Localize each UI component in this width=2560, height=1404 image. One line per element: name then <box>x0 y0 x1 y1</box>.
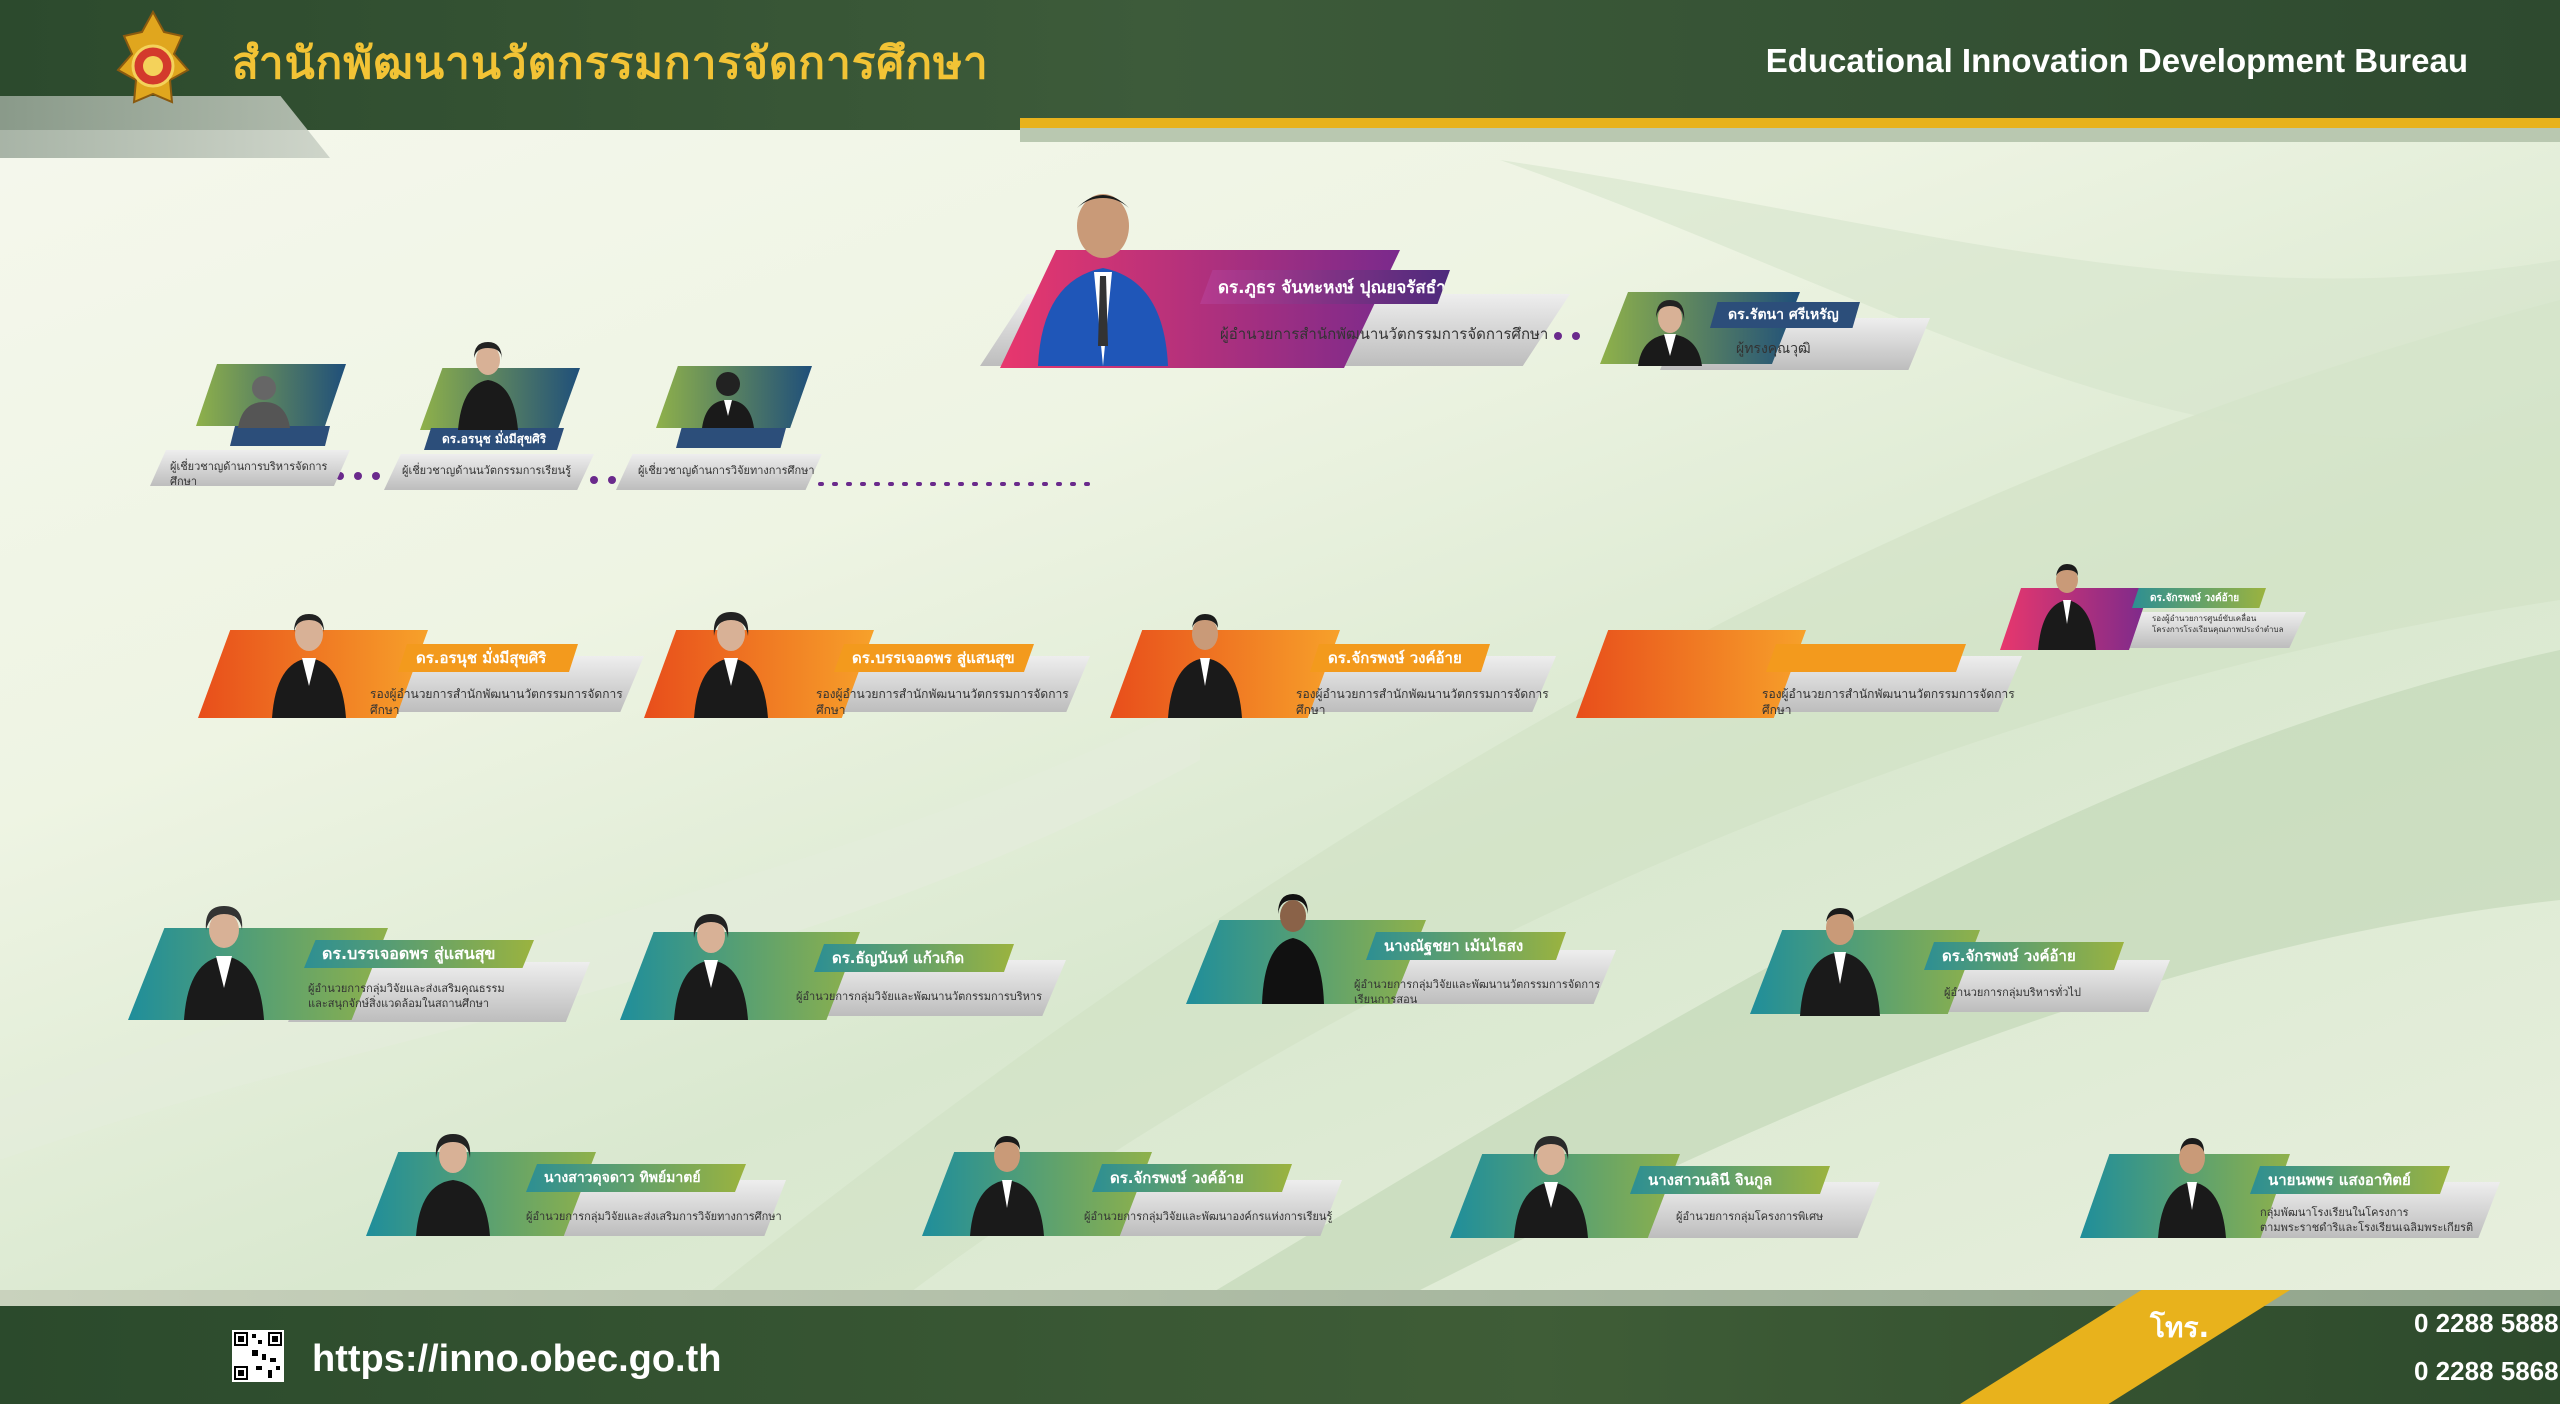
group-card-8[interactable]: นายนพพร แสงอาทิตย์ กลุ่มพัฒนาโรงเรียนในโ… <box>2080 1130 2500 1242</box>
expert-role-1: ผู้เชี่ยวชาญด้านการบริหารจัดการศึกษา <box>170 460 328 488</box>
expert-role-3: ผู้เชี่ยวชาญด้านการวิจัยทางการศึกษา <box>638 464 815 477</box>
group-photo-icon <box>416 1134 490 1236</box>
group-name-2: ดร.ธัญนันท์ แก้วเกิด <box>814 944 1014 972</box>
group-photo-icon <box>970 1136 1044 1236</box>
page-title-thai: สำนักพัฒนานวัตกรรมการจัดการศึกษา <box>232 38 989 89</box>
deputy-card-1[interactable]: ดร.อรนุช มั่งมีสุขศิริ รองผู้อำนวยการสำน… <box>198 606 644 718</box>
footer-stripe <box>0 1290 2560 1310</box>
group-name-4: ดร.จักรพงษ์ วงค์อ้าย <box>1924 942 2124 970</box>
page-title-english: Educational Innovation Development Burea… <box>1765 42 2468 79</box>
expert-role-2: ผู้เชี่ยวชาญด้านนวัตกรรมการเรียนรู้ <box>402 464 572 477</box>
group-name-3: นางณัฐชยา เม้นไธสง <box>1366 932 1566 960</box>
group-role-1: ผู้อำนวยการกลุ่มวิจัยและส่งเสริมคุณธรรม … <box>308 982 505 1010</box>
group-photo-icon <box>2158 1138 2226 1238</box>
header-gold-stripe <box>1020 118 2560 128</box>
group-card-2[interactable]: ดร.ธัญนันท์ แก้วเกิด ผู้อำนวยการกลุ่มวิจ… <box>620 908 1066 1020</box>
group-photo-icon <box>1262 894 1324 1004</box>
group-photo-icon <box>1514 1136 1588 1238</box>
deputy-photo-icon <box>1168 614 1242 718</box>
deputy-name-4 <box>1766 644 1966 672</box>
deputy-card-3[interactable]: ดร.จักรพงษ์ วงค์อ้าย รองผู้อำนวยการสำนัก… <box>1110 606 1556 718</box>
expert-name-3 <box>676 428 786 448</box>
director-role: ผู้อำนวยการสำนักพัฒนานวัตกรรมการจัดการศึ… <box>1220 325 1549 343</box>
group-name-8: นายนพพร แสงอาทิตย์ <box>2250 1166 2450 1194</box>
center-head-role: รองผู้อำนวยการศูนย์ขับเคลื่อน โครงการโรง… <box>2152 614 2284 634</box>
deputy-role-1: รองผู้อำนวยการสำนักพัฒนานวัตกรรมการจัดกา… <box>370 687 623 718</box>
director-card[interactable]: ดร.ภูธร จันทะหงษ์ ปุณยจรัสธำรง ผู้อำนวยก… <box>980 176 1570 372</box>
group-card-4[interactable]: ดร.จักรพงษ์ วงค์อ้าย ผู้อำนวยการกลุ่มบริ… <box>1750 900 2170 1018</box>
deputy-role-2: รองผู้อำนวยการสำนักพัฒนานวัตกรรมการจัดกา… <box>816 687 1069 718</box>
obec-emblem-icon <box>116 10 190 104</box>
group-card-5[interactable]: นางสาวดุจดาว ทิพย์มาตย์ ผู้อำนวยการกลุ่ม… <box>366 1128 786 1240</box>
group-card-7[interactable]: นางสาวนลินี จินกูล ผู้อำนวยการกลุ่มโครงก… <box>1450 1130 1880 1242</box>
expert-photo-icon <box>458 342 518 430</box>
director-photo-icon <box>1038 194 1168 366</box>
deputy-photo-icon <box>694 612 768 718</box>
deputy-role-4: รองผู้อำนวยการสำนักพัฒนานวัตกรรมการจัดกา… <box>1762 687 2015 718</box>
group-role-4: ผู้อำนวยการกลุ่มบริหารทั่วไป <box>1944 986 2081 999</box>
advisor-name: ดร.รัตนา ศรีเหรัญ <box>1710 302 1860 328</box>
header-decoration <box>0 96 330 158</box>
phone-number-1: 0 2288 5888 <box>2414 1308 2559 1338</box>
phone-number-2: 0 2288 5868 <box>2414 1356 2559 1386</box>
advisor-card[interactable]: ดร.รัตนา ศรีเหรัญ ผู้ทรงคุณวุฒิ <box>1560 292 1930 372</box>
center-head-photo-icon <box>2038 564 2096 650</box>
group-role-5: ผู้อำนวยการกลุ่มวิจัยและส่งเสริมการวิจัย… <box>526 1210 782 1223</box>
deputy-name-1: ดร.อรนุช มั่งมีสุขศิริ <box>398 644 578 672</box>
group-card-6[interactable]: ดร.จักรพงษ์ วงค์อ้าย ผู้อำนวยการกลุ่มวิจ… <box>922 1128 1342 1240</box>
group-photo-icon <box>674 914 748 1020</box>
group-name-7: นางสาวนลินี จินกูล <box>1630 1166 1830 1194</box>
group-name-6: ดร.จักรพงษ์ วงค์อ้าย <box>1092 1164 1292 1192</box>
deputy-photo-icon <box>272 614 346 718</box>
header-gray-stripe <box>1020 128 2560 142</box>
expert-card-1[interactable]: ผู้เชี่ยวชาญด้านการบริหารจัดการศึกษา <box>150 364 350 492</box>
group-role-7: ผู้อำนวยการกลุ่มโครงการพิเศษ <box>1676 1210 1824 1223</box>
center-head-name: ดร.จักรพงษ์ วงค์อ้าย <box>2132 588 2266 608</box>
deputy-name-3: ดร.จักรพงษ์ วงค์อ้าย <box>1310 644 1490 672</box>
expert-card-2[interactable]: ดร.อรนุช มั่งมีสุขศิริ ผู้เชี่ยวชาญด้านน… <box>384 336 594 496</box>
group-photo-icon <box>1800 908 1880 1016</box>
group-photo-icon <box>184 906 264 1020</box>
website-link[interactable]: https://inno.obec.go.th <box>312 1338 722 1380</box>
expert-name-1 <box>230 426 330 446</box>
advisor-photo-icon <box>1638 300 1702 366</box>
deputy-name-2: ดร.บรรเจอดพร สู่แสนสุข <box>834 644 1034 672</box>
group-role-6: ผู้อำนวยการกลุ่มวิจัยและพัฒนาองค์กรแห่งก… <box>1084 1210 1333 1223</box>
director-name: ดร.ภูธร จันทะหงษ์ ปุณยจรัสธำรง <box>1200 270 1450 304</box>
qr-code-icon[interactable] <box>232 1330 284 1382</box>
group-name-5: นางสาวดุจดาว ทิพย์มาตย์ <box>526 1164 746 1192</box>
advisor-role: ผู้ทรงคุณวุฒิ <box>1736 341 1811 357</box>
expert-card-3[interactable]: ผู้เชี่ยวชาญด้านการวิจัยทางการศึกษา <box>616 364 822 496</box>
expert-name-2: ดร.อรนุช มั่งมีสุขศิริ <box>424 428 564 450</box>
group-role-3: ผู้อำนวยการกลุ่มวิจัยและพัฒนานวัตกรรมการ… <box>1354 978 1601 1006</box>
expert-placeholder-icon <box>702 372 754 428</box>
deputy-card-4[interactable]: รองผู้อำนวยการสำนักพัฒนานวัตกรรมการจัดกา… <box>1576 606 2022 718</box>
header-bar <box>0 0 2560 130</box>
deputy-role-3: รองผู้อำนวยการสำนักพัฒนานวัตกรรมการจัดกา… <box>1296 687 1549 718</box>
group-role-2: ผู้อำนวยการกลุ่มวิจัยและพัฒนานวัตกรรมการ… <box>796 990 1042 1003</box>
phone-label: โทร. <box>2150 1311 2210 1344</box>
center-head-card[interactable]: ดร.จักรพงษ์ วงค์อ้าย รองผู้อำนวยการศูนย์… <box>2000 558 2306 650</box>
group-role-8: กลุ่มพัฒนาโรงเรียนในโครงการ ตามพระราชดำร… <box>2260 1206 2474 1234</box>
group-card-1[interactable]: ดร.บรรเจอดพร สู่แสนสุข ผู้อำนวยการกลุ่มว… <box>118 898 590 1026</box>
deputy-card-2[interactable]: ดร.บรรเจอดพร สู่แสนสุข รองผู้อำนวยการสำน… <box>644 606 1090 718</box>
expert-placeholder-icon <box>238 376 290 428</box>
group-name-1: ดร.บรรเจอดพร สู่แสนสุข <box>304 940 534 968</box>
group-card-3[interactable]: นางณัฐชยา เม้นไธสง ผู้อำนวยการกลุ่มวิจัย… <box>1186 888 1616 1008</box>
